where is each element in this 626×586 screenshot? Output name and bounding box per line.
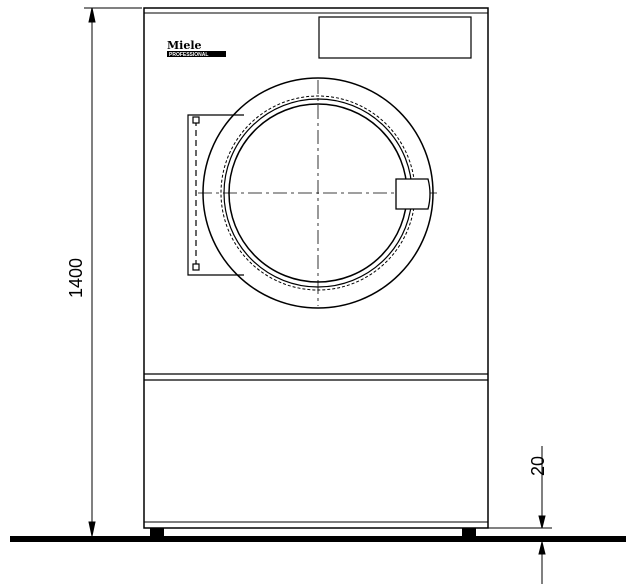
height-dimension [84,7,142,537]
machine-body [143,7,489,529]
foot-dimension [488,446,552,584]
door-hinge [187,114,244,276]
svg-text:PROFESSIONAL: PROFESSIONAL [169,52,208,58]
brand-logo: Miele PROFESSIONAL [167,39,226,58]
door-handle [395,178,431,210]
display-panel [318,16,472,59]
height-dimension-label: 1400 [66,258,86,298]
floor-line [10,536,626,542]
svg-text:Miele: Miele [167,39,202,52]
machine-feet [150,528,476,536]
foot-dimension-label: 20 [528,456,548,476]
